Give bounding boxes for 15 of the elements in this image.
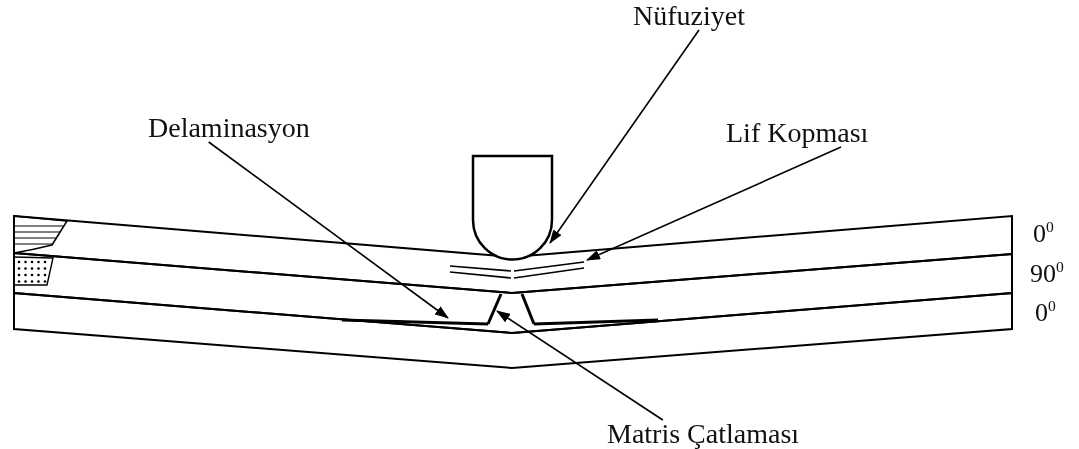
callout-label: Matris Çatlaması: [607, 420, 800, 448]
leader-line: [496, 310, 664, 421]
callout-label: Nüfuziyet: [633, 2, 745, 30]
delamination-crack: [340, 318, 660, 326]
leader-line: [549, 29, 700, 244]
callout-label: Delaminasyon: [148, 114, 310, 142]
ply-orientation-label: 90$^{0}$: [1030, 261, 1064, 287]
ply-orientation-label: 0$^{0}$: [1035, 300, 1056, 326]
ply-orientation-label: 0$^{0}$: [1033, 221, 1054, 247]
callout-label: Lif Kopması: [726, 119, 869, 147]
fiber-break: [449, 261, 585, 279]
indenter: [471, 154, 554, 261]
matrix-crack: [486, 292, 536, 326]
leader-line: [207, 141, 449, 319]
leader-line: [586, 146, 842, 261]
